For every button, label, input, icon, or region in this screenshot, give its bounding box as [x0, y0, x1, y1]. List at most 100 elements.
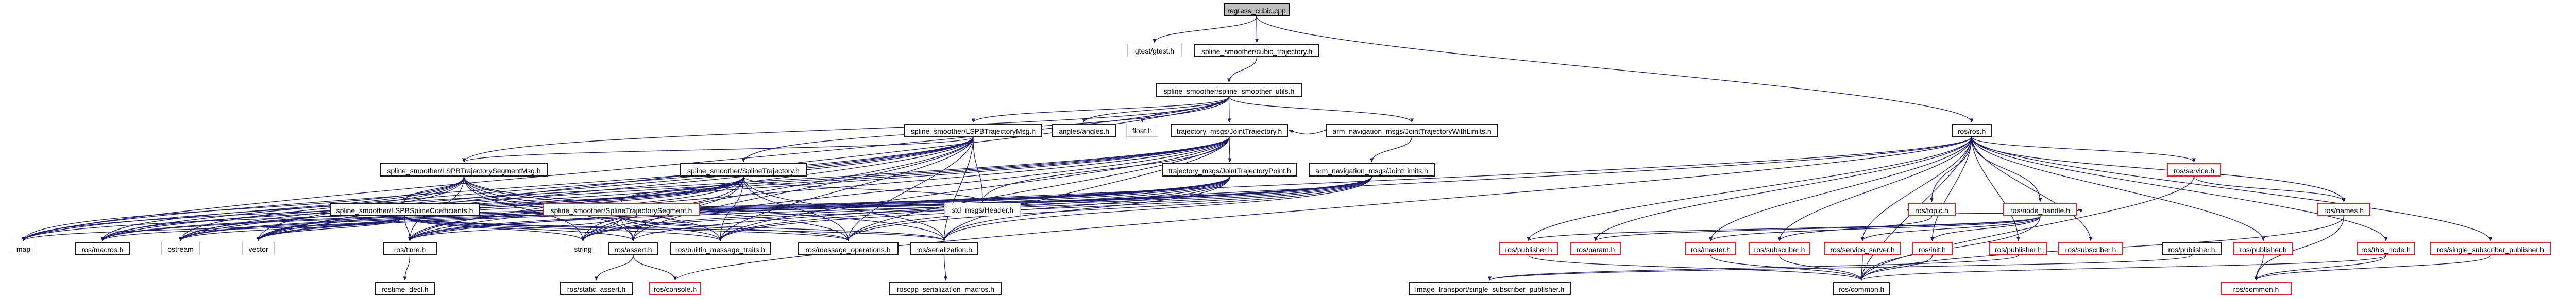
edge-n08-n18 [980, 136, 1230, 202]
edge-n42-n49 [1859, 255, 2386, 281]
edge-n17-n26 [408, 216, 622, 241]
node-spline-smoother-cubic-trajectory-h[interactable]: spline_smoother/cubic_trajectory.h [1194, 44, 1319, 57]
node-ros-macros-h[interactable]: ros/macros.h [75, 242, 130, 255]
edge-n05-n29 [718, 136, 974, 241]
node-ros-service-server-h[interactable]: ros/service_server.h [1824, 242, 1901, 255]
node-ros-common-h[interactable]: ros/common.h [2221, 282, 2292, 295]
edge-n08-n26 [408, 136, 1230, 241]
node-ros-topic-h[interactable]: ros/topic.h [1908, 203, 1956, 216]
edge-n17-n31 [621, 216, 946, 241]
node-spline-smoother-lspbsplinecoefficients-h[interactable]: spline_smoother/LSPBSplineCoefficients.h [330, 203, 480, 216]
node-ros-message-operations-h[interactable]: ros/message_operations.h [798, 242, 899, 255]
node-ros-time-h[interactable]: ros/time.h [383, 242, 437, 255]
edge-n12-n30 [743, 176, 850, 241]
edge-n16-n25 [257, 216, 405, 241]
edge-n05-n27 [581, 136, 974, 241]
node-image-transport-single-subscriber-publisher-h[interactable]: image_transport/single_subscriber_publis… [1409, 282, 1571, 295]
edge-n20-n36 [1860, 216, 2041, 241]
edge-n05-n24 [179, 136, 974, 241]
edge-n20-n33 [1594, 216, 2041, 241]
node-vector[interactable]: vector [242, 242, 275, 255]
node-regress-cubic-cpp[interactable]: regress_cubic.cpp [1224, 3, 1290, 16]
node-ros-single-subscriber-publisher-h[interactable]: ros/single_subscriber_publisher.h [2430, 242, 2551, 255]
edge-n21-n50 [2254, 216, 2345, 281]
node-ros-serialization-h[interactable]: ros/serialization.h [910, 242, 978, 255]
edge-n17-n30 [621, 216, 850, 241]
edge-n19-n35 [1777, 216, 1933, 241]
node-ros-publisher-h[interactable]: ros/publisher.h [2233, 242, 2293, 255]
node-spline-smoother-lspbtrajectorysegmentmsg-h[interactable]: spline_smoother/LSPBTrajectorySegmentMsg… [380, 163, 548, 177]
node-ros-this-node-h[interactable]: ros/this_node.h [2357, 242, 2415, 255]
edge-n16-n24 [179, 216, 405, 241]
edge-n08-n30 [846, 136, 1230, 241]
edge-n14-n26 [408, 176, 1372, 241]
edge-n08-n29 [718, 136, 1230, 241]
node-ros-param-h[interactable]: ros/param.h [1570, 242, 1621, 255]
edge-n10-n33 [1594, 136, 1972, 241]
node-ros-service-h[interactable]: ros/service.h [2167, 163, 2221, 177]
node-trajectory-msgs-jointtrajectory-h[interactable]: trajectory_msgs/JointTrajectory.h [1171, 124, 1288, 137]
edge-n12-n18 [743, 176, 985, 202]
edge-n13-n31 [942, 176, 1230, 241]
edge-n05-n31 [942, 136, 974, 241]
node-ros-static-assert-h[interactable]: ros/static_assert.h [560, 282, 633, 295]
node-ros-publisher-h[interactable]: ros/publisher.h [1989, 242, 2047, 255]
node-ros-init-h[interactable]: ros/init.h [1912, 242, 1953, 255]
node-arm-navigation-msgs-jointtrajectorywithlimits-h[interactable]: arm_navigation_msgs/JointTrajectoryWithL… [1326, 124, 1498, 137]
edge-n05-n28 [631, 136, 974, 241]
node-rostime-decl-h[interactable]: rostime_decl.h [375, 282, 435, 295]
node-trajectory-msgs-jointtrajectorypoint-h[interactable]: trajectory_msgs/JointTrajectoryPoint.h [1162, 163, 1297, 177]
edge-n14-n23 [100, 176, 1372, 241]
edge-n10-n28 [631, 136, 1972, 241]
node-arm-navigation-msgs-jointlimits-h[interactable]: arm_navigation_msgs/JointLimits.h [1309, 163, 1435, 177]
edge-n12-n25 [257, 176, 744, 241]
edge-n08-n31 [942, 136, 1230, 241]
edge-n04-n05 [971, 96, 1230, 123]
edge-n08-n22 [22, 136, 1230, 241]
node-ros-builtin-message-traits-h[interactable]: ros/builtin_message_traits.h [670, 242, 771, 255]
node-ros-console-h[interactable]: ros/console.h [649, 282, 701, 295]
edge-n03-n04 [1227, 57, 1258, 83]
node-ros-subscriber-h[interactable]: ros/subscriber.h [2058, 242, 2123, 255]
node-ostream[interactable]: ostream [161, 242, 200, 255]
node-std-msgs-header-h[interactable]: std_msgs/Header.h [944, 203, 1021, 216]
node-ros-publisher-h[interactable]: ros/publisher.h [1499, 242, 1558, 255]
node-spline-smoother-splinetrajectorysegment-h[interactable]: spline_smoother/SplineTrajectorySegment.… [543, 203, 700, 216]
edge-n16-n31 [404, 216, 946, 241]
edge-n34-n49 [1710, 255, 1863, 281]
node-angles-angles-h[interactable]: angles/angles.h [1052, 124, 1116, 137]
edge-n09-n08 [1289, 130, 1326, 135]
node-ros-names-h[interactable]: ros/names.h [2317, 203, 2370, 216]
node-gtest-gtest-h[interactable]: gtest/gtest.h [1127, 44, 1182, 57]
edge-n20-n34 [1709, 216, 2041, 241]
node-ros-publisher-h[interactable]: ros/publisher.h [2162, 242, 2222, 255]
edge-n14-n25 [257, 176, 1372, 241]
node-spline-smoother-lspbtrajectorymsg-h[interactable]: spline_smoother/LSPBTrajectoryMsg.h [904, 124, 1042, 137]
edge-n28-n45 [595, 255, 634, 281]
node-ros-node-handle-h[interactable]: ros/node_handle.h [2003, 203, 2077, 216]
edge-n20-n32 [1527, 216, 2041, 241]
node-ros-assert-h[interactable]: ros/assert.h [608, 242, 658, 255]
edge-n05-n23 [100, 136, 974, 241]
edge-n16-n22 [22, 216, 405, 241]
edge-n17-n29 [621, 216, 722, 241]
edge-n16-n27 [404, 216, 585, 241]
node-ros-common-h[interactable]: ros/common.h [1833, 282, 1890, 295]
node-ros-master-h[interactable]: ros/master.h [1685, 242, 1736, 255]
edge-n10-n39 [1971, 136, 2093, 241]
node-string[interactable]: string [568, 242, 598, 255]
node-roscpp-serialization-macros-h[interactable]: roscpp_serialization_macros.h [889, 282, 1002, 295]
edge-n11-n24 [179, 176, 465, 241]
edge-n40-n48 [1488, 255, 2192, 281]
edge-n26-n44 [403, 255, 411, 281]
edge-n04-n22 [22, 96, 1230, 241]
node-ros-ros-h[interactable]: ros/ros.h [1952, 124, 1992, 137]
node-float-h[interactable]: float.h [1126, 124, 1158, 137]
node-ros-subscriber-h[interactable]: ros/subscriber.h [1749, 242, 1810, 255]
edge-n14-n30 [846, 176, 1372, 241]
edge-n20-n37 [1930, 216, 2041, 241]
node-spline-smoother-splinetrajectory-h[interactable]: spline_smoother/SplineTrajectory.h [680, 163, 807, 177]
node-map[interactable]: map [10, 242, 37, 255]
edge-n05-n11 [462, 136, 974, 163]
node-spline-smoother-spline-smoother-utils-h[interactable]: spline_smoother/spline_smoother_utils.h [1156, 83, 1302, 97]
